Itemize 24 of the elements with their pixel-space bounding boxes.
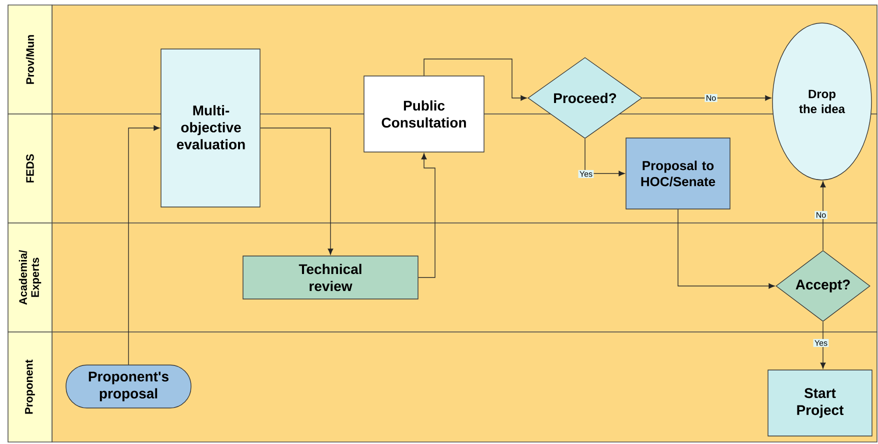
process-box: Technical review: [242, 256, 418, 300]
edge-label: Yes: [813, 339, 829, 347]
arrow: [820, 321, 826, 369]
arrow: [820, 181, 826, 250]
arrow: [584, 138, 625, 176]
terminal-box: Drop the idea: [772, 22, 872, 180]
process-box: Proposal to HOC/Senate: [626, 138, 730, 210]
process-box: Multi- objective evaluation: [160, 48, 260, 208]
edge-label: No: [814, 211, 828, 219]
arrow: [642, 95, 772, 101]
arrow: [424, 58, 527, 101]
lane-header: Prov/Mun: [8, 4, 52, 114]
process-box: Start Project: [768, 370, 872, 436]
arrow: [128, 125, 160, 365]
arrow: [260, 128, 334, 255]
lane-header: Proponent: [8, 332, 52, 442]
start-terminal: Proponent's proposal: [66, 364, 192, 408]
edge-label: Yes: [578, 170, 594, 178]
arrow: [678, 209, 775, 289]
arrow: [418, 153, 436, 278]
lane-header: FEDS: [8, 114, 52, 224]
process-box: Public Consultation: [364, 76, 484, 152]
lane-header: Academia/ Experts: [8, 222, 52, 332]
edge-label: No: [704, 94, 718, 102]
